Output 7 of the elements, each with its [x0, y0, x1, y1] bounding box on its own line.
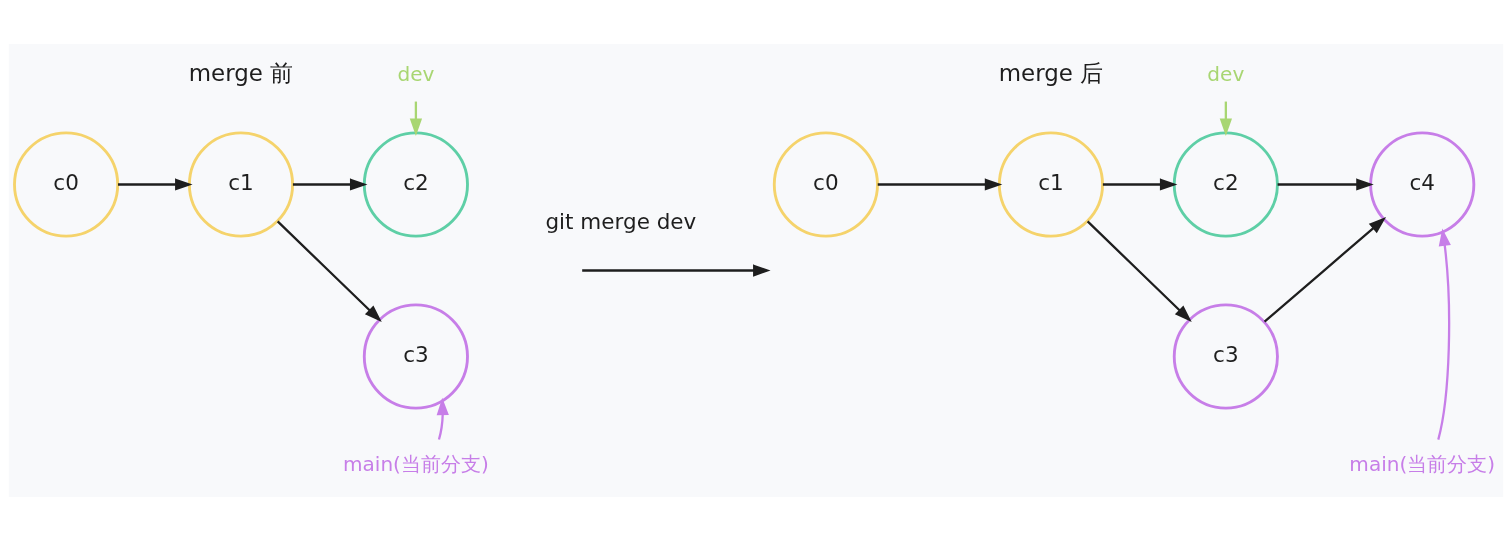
node-text: dev: [1207, 61, 1245, 86]
label: git merge dev: [545, 208, 697, 234]
node-text: main(当前分支): [343, 451, 489, 476]
label: merge 后: [998, 59, 1104, 86]
node-text: dev: [397, 61, 435, 86]
node-text: main(当前分支): [1349, 451, 1496, 476]
label: merge 前: [188, 59, 294, 86]
